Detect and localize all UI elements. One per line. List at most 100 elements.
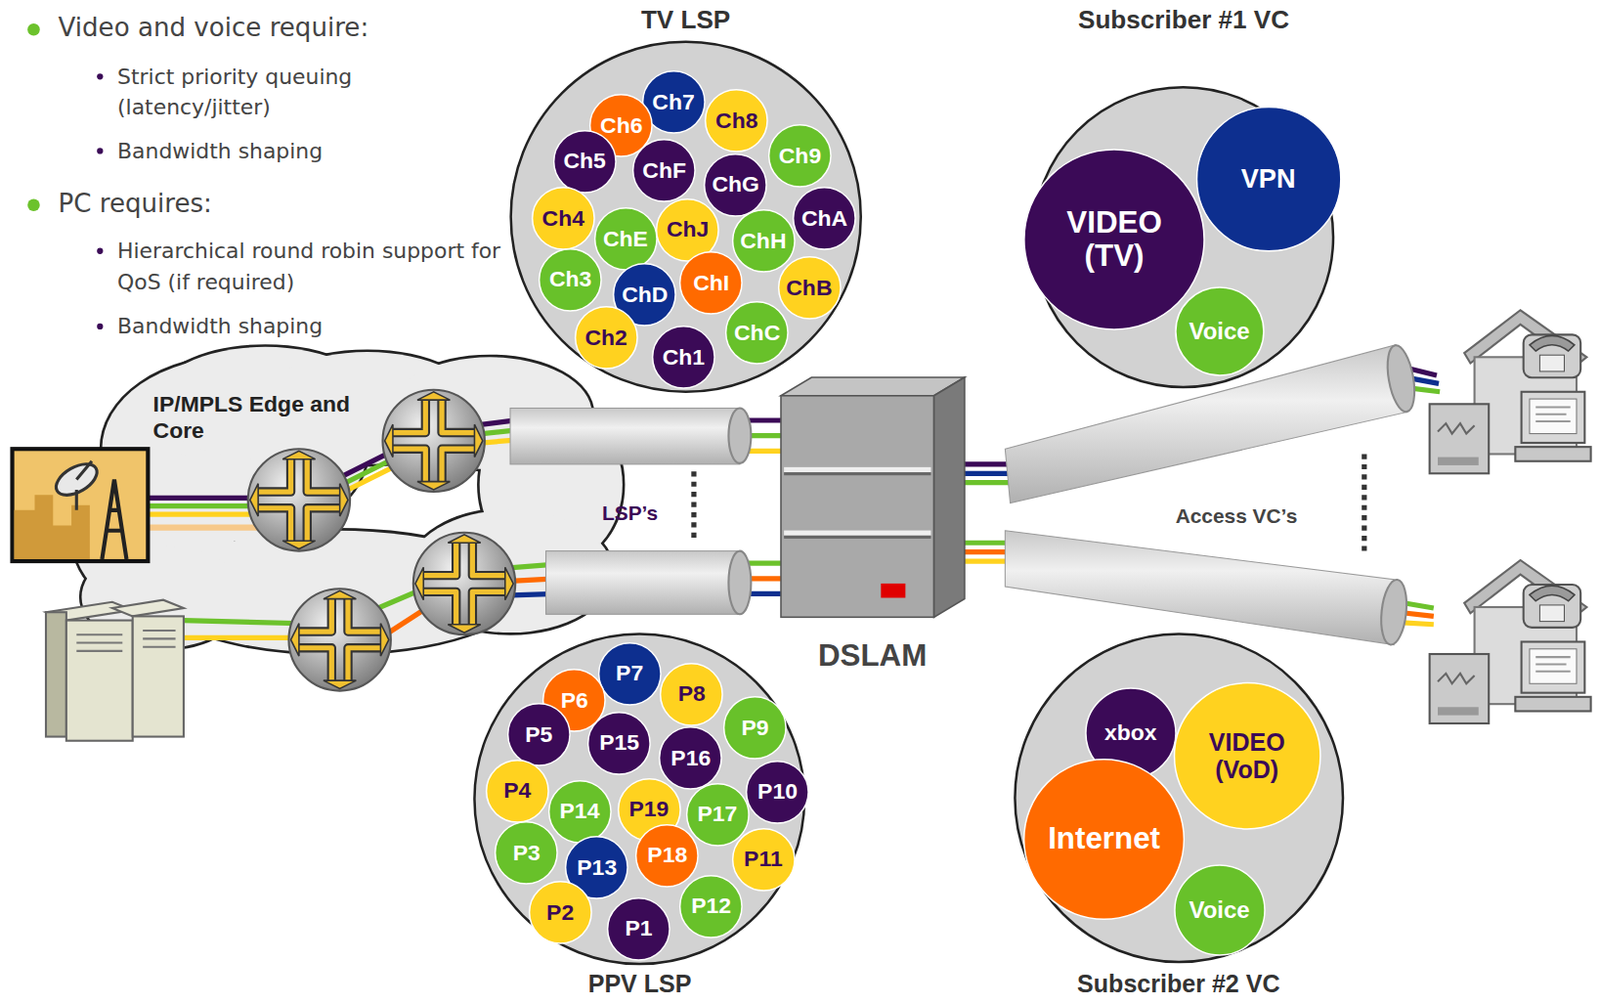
bullet-dots-part — [96, 323, 103, 330]
node-label: P6 — [561, 688, 589, 713]
shape-part — [594, 208, 656, 270]
server-icon — [45, 600, 184, 741]
channel-circle: ChF — [632, 138, 696, 203]
shape-part — [1174, 864, 1265, 955]
node-label: Ch1 — [662, 345, 705, 370]
program-circle: P8 — [659, 662, 724, 727]
shape-part — [588, 711, 650, 774]
main-bullet: Video and voice require: — [58, 12, 370, 44]
shape-part — [704, 153, 767, 216]
shape-part — [769, 125, 831, 187]
server-icon-part — [112, 600, 184, 617]
routers-part — [413, 532, 516, 635]
shape-part — [680, 251, 742, 313]
channel-circle: Ch3 — [538, 248, 603, 312]
program-circle: P3 — [494, 821, 559, 885]
node-label: ChJ — [666, 216, 709, 242]
node-label: P7 — [615, 660, 644, 686]
access-label: Access VC’s — [1175, 503, 1298, 528]
node-label: P10 — [757, 778, 798, 804]
lsp-tubes-part — [728, 407, 751, 463]
shape-part — [793, 187, 856, 250]
node-label: Ch9 — [778, 143, 822, 169]
node-label: P19 — [629, 796, 670, 822]
dslam-shape — [780, 377, 965, 617]
node-label: P15 — [599, 730, 640, 755]
cloud-label: IP/MPLS Edge and Core — [153, 390, 379, 445]
access-tubes-part — [1378, 578, 1410, 647]
lsp-tubes-part — [510, 407, 740, 464]
service-circle: VPN — [1195, 105, 1342, 253]
shape-part — [659, 727, 722, 789]
program-circle: P5 — [507, 702, 571, 767]
program-circle: P17 — [686, 782, 750, 847]
node-label: ChF — [642, 158, 687, 183]
shape-part — [1024, 149, 1205, 330]
channel-circle: ChH — [732, 209, 796, 273]
shape-part — [508, 703, 570, 766]
routers-part — [383, 389, 485, 492]
heading-label: PPV LSP — [588, 970, 692, 998]
node-label: P17 — [697, 801, 738, 826]
service-circle: VIDEO (TV) — [1022, 147, 1207, 332]
houses — [1429, 309, 1592, 724]
shape-part — [607, 897, 670, 959]
server-icon-part — [45, 611, 67, 736]
routers-part — [288, 588, 390, 691]
node-label: ChI — [692, 270, 730, 296]
shape-part — [495, 821, 558, 884]
channel-circle: Ch5 — [553, 129, 617, 194]
bullet-dots-part — [27, 199, 41, 213]
server-icon-part — [132, 615, 184, 736]
satellite-icon — [12, 448, 149, 562]
sub-bullet: Hierarchical round robin support for QoS… — [117, 235, 506, 299]
program-circle: P11 — [732, 827, 796, 892]
shape-part — [553, 129, 615, 192]
houses-part — [1429, 560, 1592, 724]
node-label: Ch4 — [542, 206, 585, 231]
dotted-markers-part — [691, 471, 696, 539]
shape-part — [1173, 683, 1320, 829]
shape-part — [732, 827, 794, 890]
channel-circle: ChC — [725, 301, 789, 365]
shape-part — [780, 395, 935, 618]
node-label: ChD — [621, 282, 668, 307]
channel-circle: ChA — [792, 186, 857, 251]
node-label: Internet — [1047, 821, 1161, 856]
node-label: Ch5 — [563, 148, 606, 173]
program-circle: P10 — [745, 760, 810, 824]
shape-part — [686, 782, 748, 845]
node-label: Ch7 — [651, 89, 694, 115]
shape-part — [532, 187, 595, 250]
service-circle: Voice — [1174, 286, 1265, 377]
node-label: Voice — [1188, 897, 1250, 923]
node-label: P5 — [524, 722, 553, 747]
node-label: P1 — [624, 915, 652, 941]
node-label: Ch3 — [549, 266, 592, 292]
shape-part — [726, 302, 788, 364]
shape-part — [746, 760, 809, 822]
bullet-dots-part — [96, 147, 103, 154]
node-label: P16 — [670, 745, 711, 771]
node-label: P2 — [546, 900, 574, 925]
satellite-icon-part — [101, 479, 127, 560]
channel-circle: Ch9 — [768, 124, 832, 188]
node-label: ChA — [801, 206, 848, 231]
lsp-tubes — [510, 407, 751, 614]
routers-part — [248, 448, 350, 551]
shape-part — [705, 88, 768, 151]
shape-part — [783, 535, 931, 539]
channel-circle: ChI — [679, 251, 743, 315]
channel-circle: Ch2 — [574, 305, 639, 370]
shape-part — [680, 874, 742, 937]
server-icon-part — [66, 620, 133, 741]
service-circle: Voice — [1173, 864, 1266, 956]
program-circle: P14 — [548, 779, 612, 844]
channel-circle: Ch4 — [531, 186, 596, 251]
shape-part — [780, 377, 965, 396]
node-label: P11 — [743, 846, 783, 871]
node-label: ChE — [603, 226, 649, 252]
bullet-dots-part — [96, 73, 103, 80]
lsp-label: LSP’s — [602, 500, 658, 525]
